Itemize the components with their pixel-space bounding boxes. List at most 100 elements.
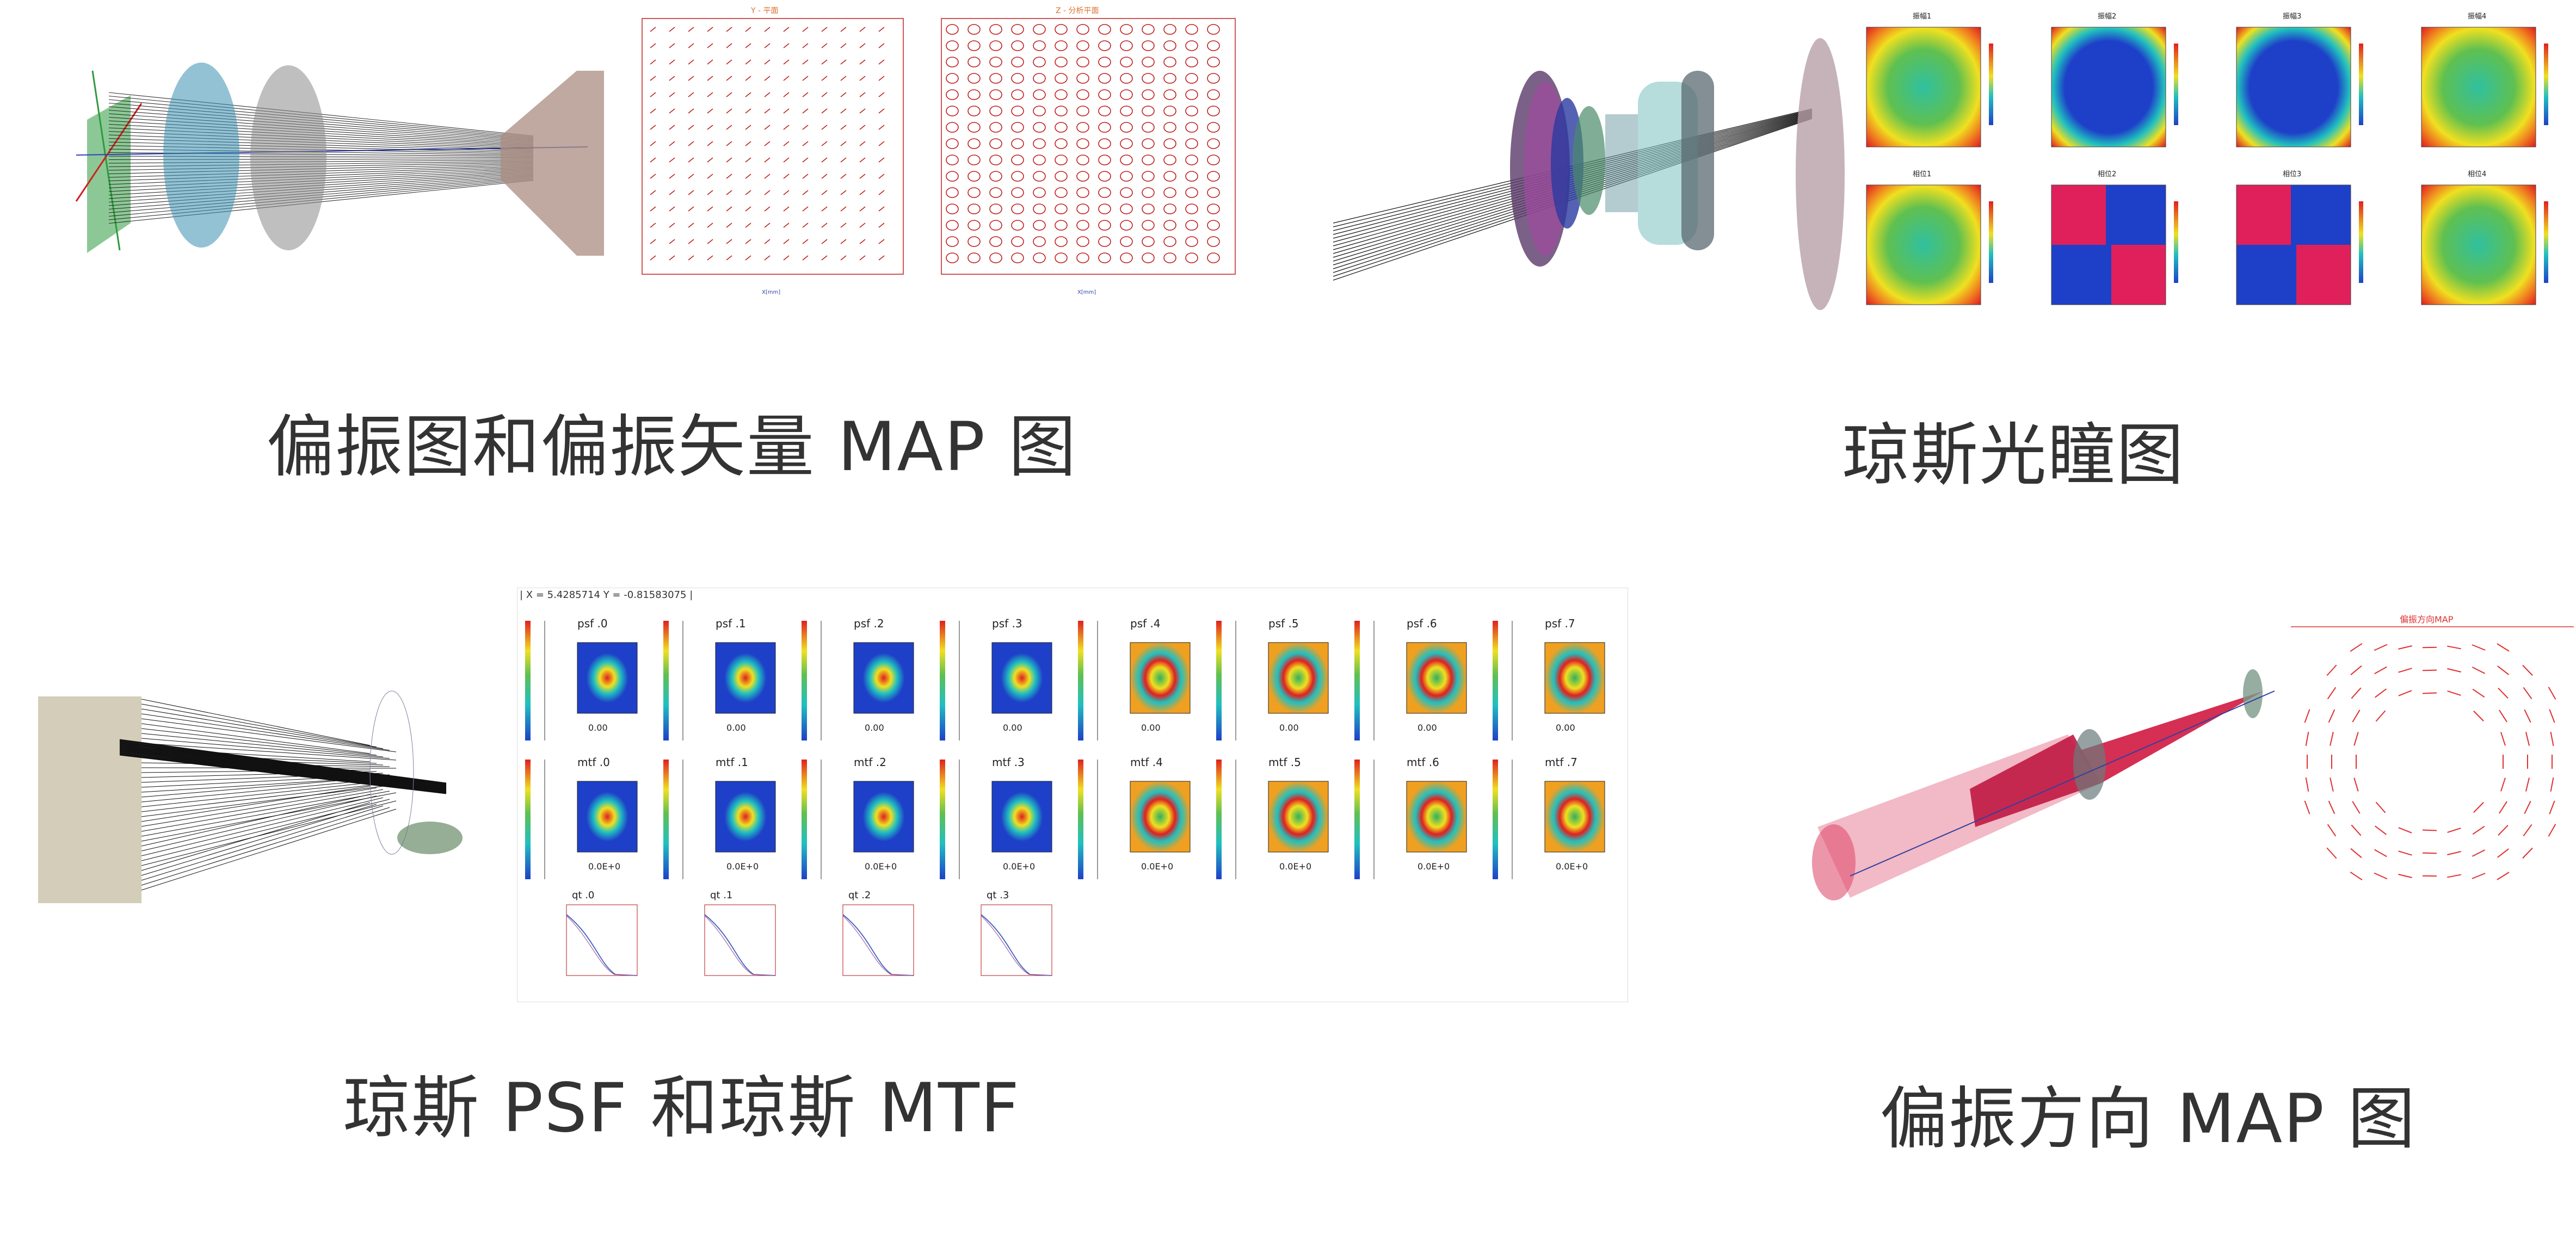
direction-vector <box>2398 874 2412 878</box>
polarization-vector <box>821 125 828 130</box>
polarization-ellipse <box>946 40 959 51</box>
direction-vector <box>2472 849 2486 857</box>
polarization-ellipse <box>989 122 1002 133</box>
map-title-y: Y - 平面 <box>750 7 779 15</box>
polarization-ellipse <box>1098 171 1111 182</box>
polarization-ellipse <box>1185 138 1198 149</box>
polarization-ellipse <box>1142 203 1155 214</box>
direction-vector <box>2350 848 2362 859</box>
direction-vector <box>2350 665 2362 676</box>
polarization-vector <box>764 125 771 130</box>
polarization-ellipse <box>1055 138 1068 149</box>
polarization-ellipse <box>1120 122 1133 133</box>
polarization-ellipse <box>1185 252 1198 263</box>
polarization-ellipse <box>1185 220 1198 231</box>
polarization-vector <box>745 27 751 32</box>
polarization-vector <box>821 190 828 195</box>
direction-vector <box>2328 800 2335 814</box>
polarization-ellipse <box>1207 40 1220 51</box>
polarization-ellipse <box>1033 252 1046 263</box>
polarization-vector <box>745 223 751 228</box>
polarization-ellipse <box>1142 187 1155 198</box>
psf-label: psf .5 <box>1268 617 1299 630</box>
polarization-ellipse <box>1120 155 1133 165</box>
jones-pupil-title: 振幅2 <box>2098 13 2116 21</box>
coordinate-readout: | X = 5.4285714 Y = -0.81583075 | <box>520 589 693 601</box>
polarization-optical-layout <box>75 63 604 256</box>
polarization-vector <box>707 141 713 146</box>
polarization-vector <box>859 157 866 163</box>
polarization-vector <box>764 157 771 163</box>
jones-pupil-title: 相位3 <box>2283 170 2301 178</box>
polarization-vector <box>688 174 694 179</box>
polarization-ellipse <box>1076 57 1089 67</box>
polarization-vector <box>707 223 713 228</box>
polarization-vector <box>688 157 694 163</box>
polarization-vector <box>840 27 847 32</box>
polarization-vector <box>707 92 713 97</box>
polarization-ellipse <box>989 252 1002 263</box>
polarization-vector <box>707 174 713 179</box>
polarization-ellipse <box>1185 236 1198 247</box>
jones-pupil-title: 振幅4 <box>2468 13 2486 21</box>
polarization-vector <box>821 174 828 179</box>
polarization-vector <box>878 157 885 163</box>
psf-axis-value: 0.00 <box>1556 723 1575 733</box>
polarization-ellipse <box>1207 24 1220 35</box>
polarization-vector <box>821 76 828 81</box>
psf-label: psf .1 <box>716 617 746 630</box>
polarization-vector <box>726 141 732 146</box>
direction-vector <box>2497 665 2509 675</box>
polarization-ellipse <box>1207 57 1220 67</box>
polarization-ellipse <box>1142 106 1155 116</box>
direction-vector <box>2472 644 2486 651</box>
polarization-ellipse <box>967 171 981 182</box>
direction-vector <box>2472 873 2486 879</box>
direction-map-title: 偏振方向MAP <box>2400 614 2454 625</box>
direction-vector <box>2524 800 2531 814</box>
polarization-ellipse <box>1185 171 1198 182</box>
polarization-ellipse <box>1163 220 1176 231</box>
polarization-vector <box>707 59 713 65</box>
mtf-axis-value: 0.0E+0 <box>1418 861 1450 872</box>
jones-pupil-panel: 振幅3 <box>2236 13 2363 147</box>
polarization-ellipse <box>1142 73 1155 84</box>
polarization-vector <box>745 108 751 114</box>
polarization-vector <box>745 92 751 97</box>
polarization-vector <box>821 239 828 244</box>
direction-vector <box>2473 802 2484 813</box>
polarization-vector <box>764 59 771 65</box>
caption-jones-psf-mtf: 琼斯 PSF 和琼斯 MTF <box>343 1069 1021 1147</box>
polarization-vector <box>669 43 675 48</box>
polarization-ellipse <box>967 106 981 116</box>
polarization-vector <box>840 255 847 261</box>
polarization-vector <box>688 255 694 261</box>
direction-vector <box>2330 732 2334 746</box>
polarization-vector <box>745 125 751 130</box>
polarization-vector <box>688 206 694 212</box>
polarization-vector <box>764 108 771 114</box>
polarization-ellipse <box>1076 187 1089 198</box>
polarization-ellipse <box>1185 122 1198 133</box>
polarization-vector <box>859 108 866 114</box>
direction-vector <box>2352 709 2361 723</box>
polarization-vector <box>745 255 751 261</box>
polarization-vector <box>821 108 828 114</box>
polarization-ellipse <box>1163 171 1176 182</box>
direction-vector <box>2304 800 2310 814</box>
polarization-ellipse <box>1011 252 1024 263</box>
polarization-ellipse <box>967 155 981 165</box>
polarization-figure: Y - 平面 X[mm] Z - 分析平面 X[mm] <box>0 0 1252 326</box>
polarization-ellipse <box>1207 252 1220 263</box>
jones-pupil-panel: 振幅2 <box>2051 13 2178 147</box>
direction-vector <box>2523 687 2532 700</box>
direction-vector <box>2350 871 2363 881</box>
polarization-ellipse <box>989 187 1002 198</box>
polarization-vector <box>707 125 713 130</box>
polarization-vector <box>878 255 885 261</box>
polarization-ellipse <box>1033 236 1046 247</box>
polarization-vector <box>859 76 866 81</box>
polarization-ellipse <box>1207 203 1220 214</box>
polarization-vector <box>707 239 713 244</box>
